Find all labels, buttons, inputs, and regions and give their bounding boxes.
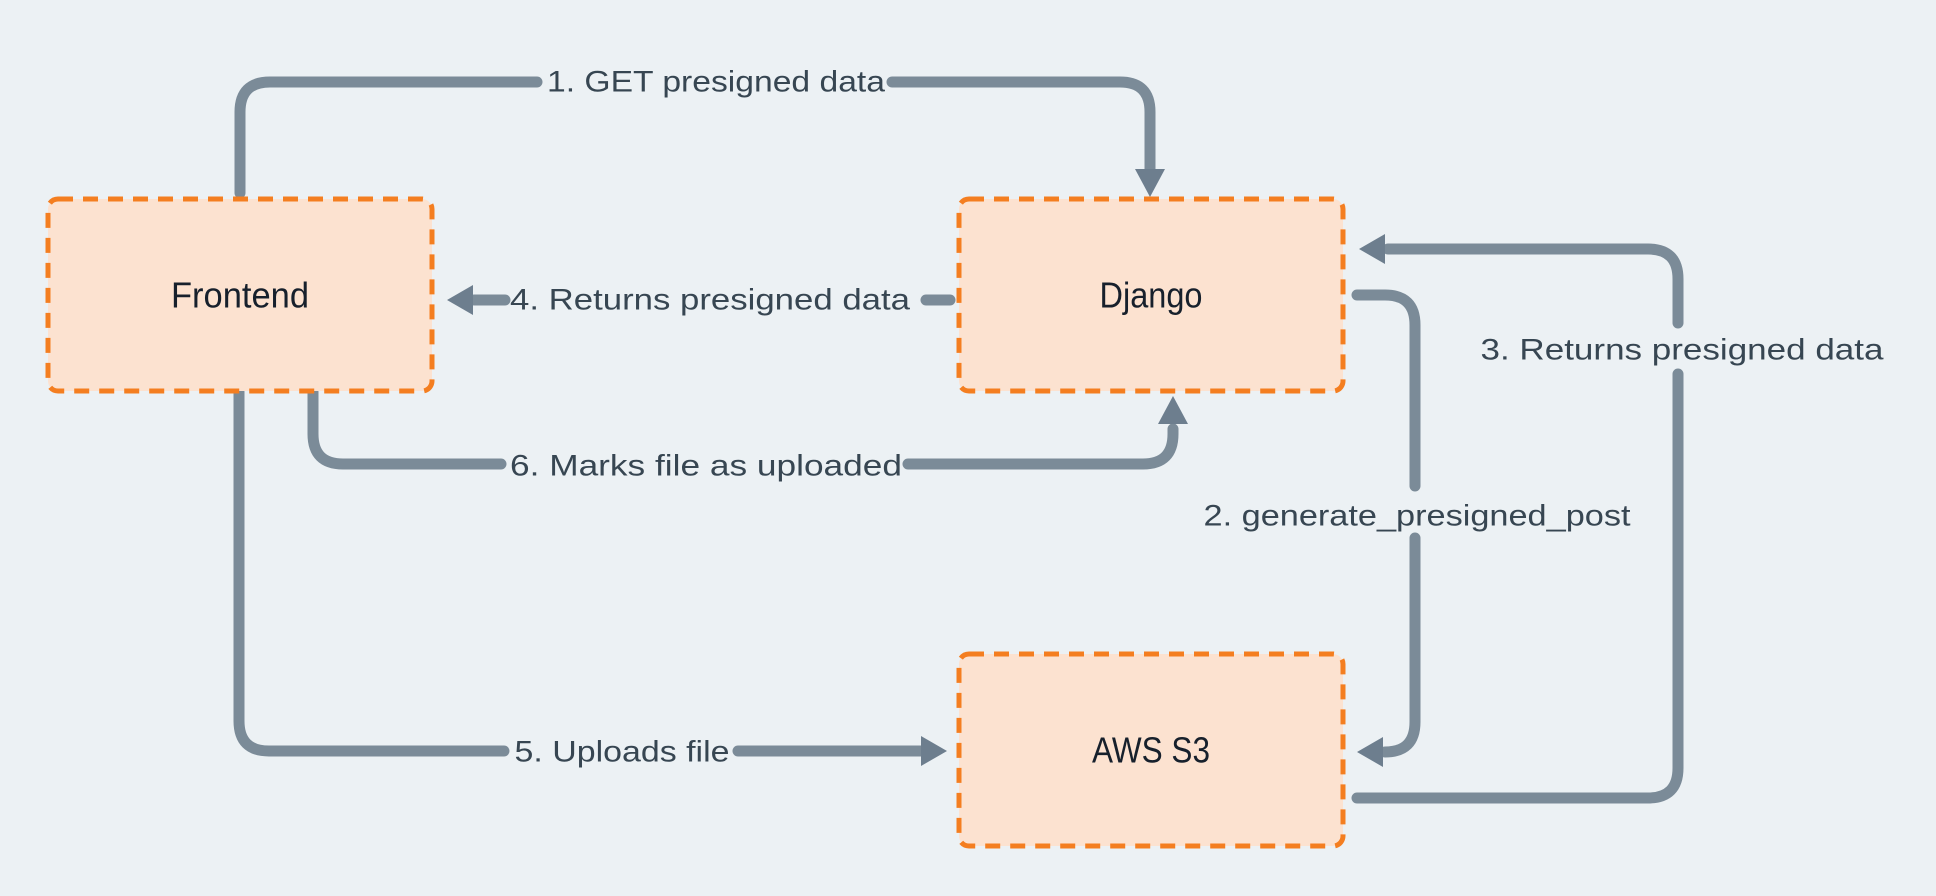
edge-3-arrowhead-left-icon: [1359, 234, 1385, 264]
edge-2-arrowhead-left-icon: [1357, 737, 1383, 767]
node-django: Django: [956, 196, 1346, 394]
node-frontend-label: Frontend: [171, 275, 309, 316]
edge-4-arrowhead-left-icon: [447, 285, 473, 315]
node-aws-s3: AWS S3: [956, 651, 1346, 849]
node-aws-s3-box: [956, 651, 1346, 849]
edge-returns-presigned-data-to-frontend: 4. Returns presigned data: [447, 284, 956, 317]
node-aws-s3-label: AWS S3: [1092, 730, 1210, 771]
edge-4-label: 4. Returns presigned data: [510, 284, 910, 317]
edge-2-segment-top: [1351, 289, 1421, 492]
edge-1-segment-left: [234, 76, 543, 199]
edge-1-segment-right: [886, 76, 1156, 178]
edge-get-presigned-data: 1. GET presigned data: [234, 66, 1165, 199]
edge-3-segment-top: [1382, 243, 1684, 329]
edge-3-label: 3. Returns presigned data: [1481, 334, 1884, 367]
edge-returns-presigned-data-to-django: 3. Returns presigned data: [1351, 234, 1884, 804]
edge-5-arrowhead-right-icon: [921, 736, 947, 766]
edge-6-label: 6. Marks file as uploaded: [510, 450, 902, 483]
edge-marks-file-as-uploaded: 6. Marks file as uploaded: [307, 386, 1188, 483]
edge-1-label: 1. GET presigned data: [547, 66, 885, 99]
node-django-box: [956, 196, 1346, 394]
edge-6-segment-right: [902, 423, 1179, 470]
edge-2-segment-bottom: [1379, 532, 1421, 758]
edge-6-segment-left: [307, 386, 507, 470]
edge-6-arrowhead-up-icon: [1158, 396, 1188, 424]
node-frontend: Frontend: [45, 196, 435, 394]
edge-generate-presigned-post: 2. generate_presigned_post: [1204, 289, 1632, 767]
edge-1-arrowhead-down-icon: [1135, 169, 1165, 197]
node-django-label: Django: [1100, 275, 1203, 316]
edge-3-segment-bottom: [1351, 368, 1684, 804]
node-frontend-box: [45, 196, 435, 394]
edge-2-label: 2. generate_presigned_post: [1204, 500, 1632, 533]
edge-5-label: 5. Uploads file: [515, 736, 730, 769]
edge-5-segment-left: [233, 386, 510, 757]
edge-uploads-file: 5. Uploads file: [233, 386, 947, 769]
